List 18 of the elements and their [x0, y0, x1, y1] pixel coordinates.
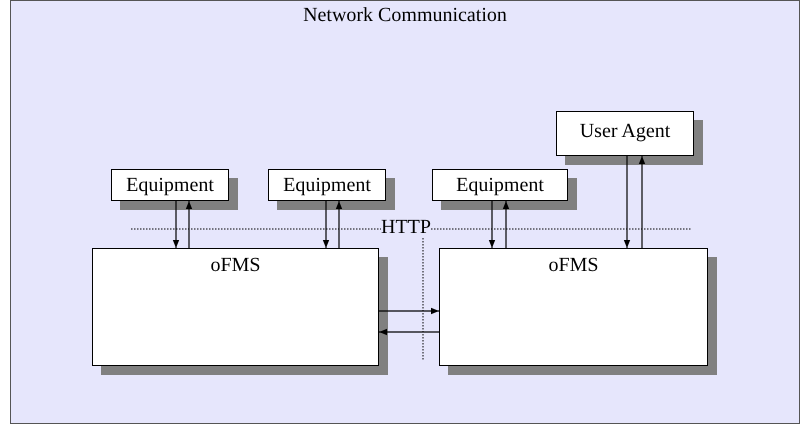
arrow	[488, 201, 496, 248]
arrow	[379, 308, 439, 314]
arrow	[336, 201, 342, 248]
box-label: Equipment	[283, 173, 371, 197]
arrow	[379, 328, 439, 336]
arrow	[624, 156, 630, 248]
panel-title: Network Communication	[303, 3, 507, 27]
box-label: oFMS	[548, 253, 599, 277]
arrow	[322, 201, 330, 248]
network-panel	[10, 0, 800, 424]
arrow	[172, 201, 180, 248]
arrow	[502, 201, 510, 248]
arrow	[186, 201, 192, 248]
box-label: Equipment	[126, 173, 214, 197]
box-label: User Agent	[580, 119, 670, 143]
box-label: oFMS	[210, 253, 261, 277]
arrow	[638, 156, 646, 248]
box-label: Equipment	[456, 173, 544, 197]
